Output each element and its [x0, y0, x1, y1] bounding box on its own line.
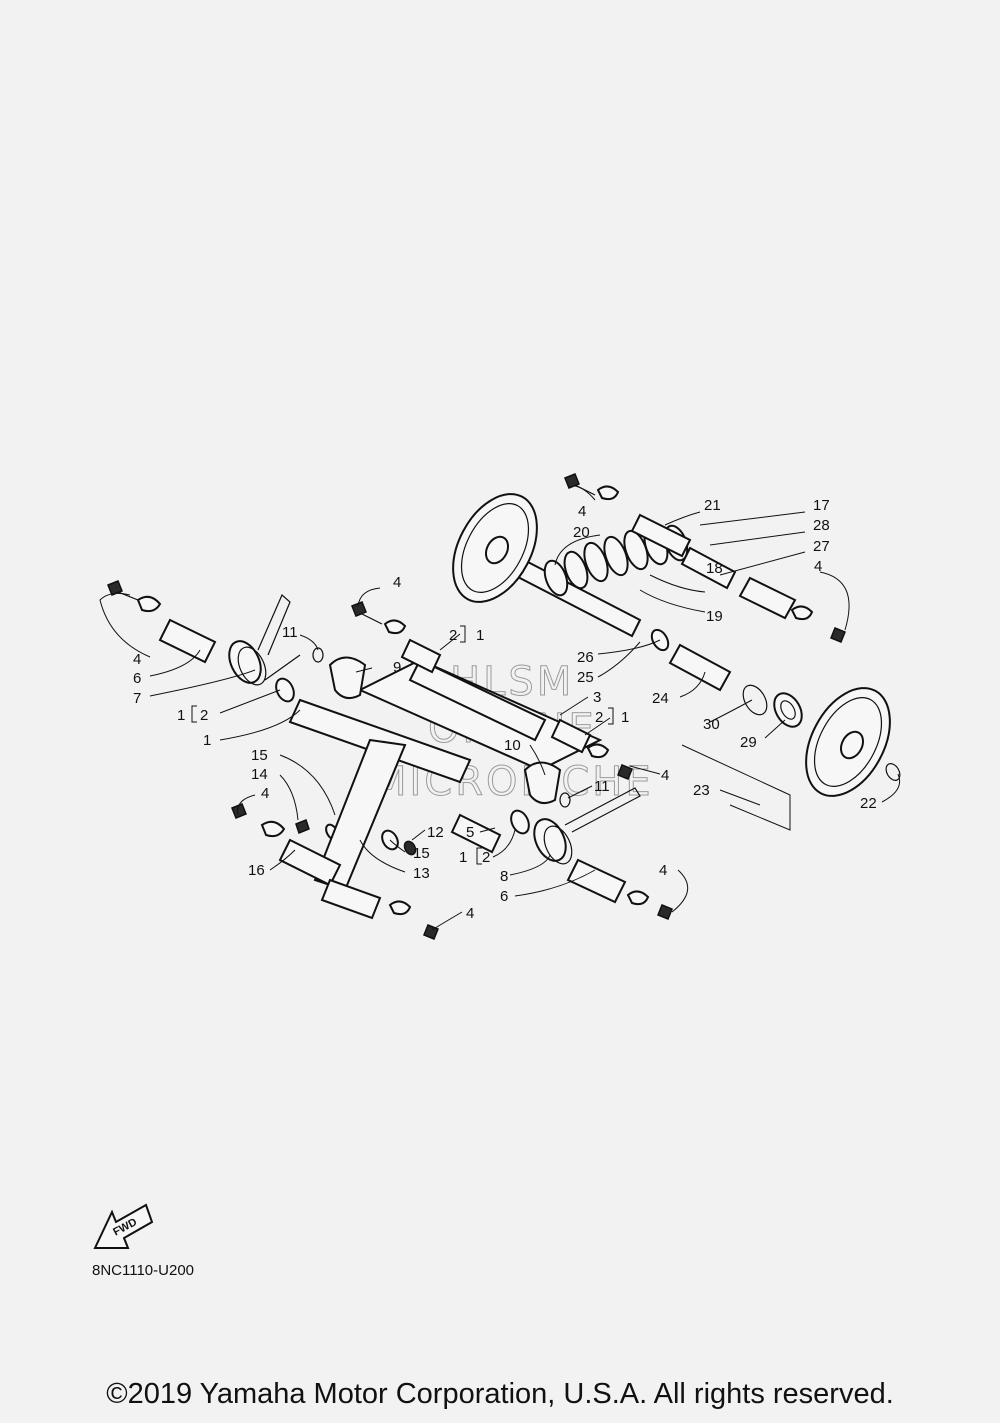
- callout-2: 2: [200, 707, 208, 724]
- bushing-2-left: [275, 677, 295, 703]
- nut-plate-icon: [790, 605, 814, 621]
- spring-8: [533, 818, 567, 862]
- callout-30: 30: [703, 716, 720, 733]
- callout-6: 6: [500, 888, 508, 905]
- callout-6: 6: [133, 670, 141, 687]
- nut-plate-icon: [383, 619, 407, 635]
- callout-1: 1: [177, 707, 185, 724]
- callout-1: 1: [476, 627, 484, 644]
- callout-13: 13: [413, 865, 430, 882]
- spring-7: [228, 640, 262, 684]
- callout-27: 27: [813, 538, 830, 555]
- callout-2: 2: [449, 627, 457, 644]
- callout-15: 15: [413, 845, 430, 862]
- callout-1: 1: [459, 849, 467, 866]
- nut-plate-icon: [596, 485, 620, 501]
- callout-28: 28: [813, 517, 830, 534]
- callout-4: 4: [659, 862, 667, 879]
- bolt-icon: [564, 473, 580, 489]
- callout-4: 4: [261, 785, 269, 802]
- collar-16-lower: [320, 878, 382, 920]
- bolt-icon: [351, 601, 367, 617]
- bushing-2-lower: [510, 809, 530, 835]
- copyright-notice: ©2019 Yamaha Motor Corporation, U.S.A. A…: [106, 1378, 894, 1410]
- fwd-arrow-icon: FWD: [93, 1203, 154, 1249]
- diagram-code: 8NC1110-U200: [92, 1262, 195, 1279]
- shaft-5: [450, 813, 502, 854]
- callout-3: 3: [593, 689, 601, 706]
- callout-1: 1: [203, 732, 211, 749]
- collar-27: [738, 576, 797, 620]
- group-brackets: [191, 625, 614, 865]
- stopper-9: [328, 656, 367, 700]
- callout-15: 15: [251, 747, 268, 764]
- callout-29: 29: [740, 734, 757, 751]
- bolt-icon: [295, 819, 310, 834]
- callout-12: 12: [427, 824, 444, 841]
- callout-4: 4: [661, 767, 669, 784]
- callout-4: 4: [133, 651, 141, 668]
- collar-21: [630, 513, 692, 558]
- callout-4: 4: [466, 905, 474, 922]
- callout-9: 9: [393, 659, 401, 676]
- circlip-11: [559, 792, 571, 808]
- circlip-22: [885, 763, 901, 781]
- upper-tube: [408, 658, 547, 742]
- callout-19: 19: [706, 608, 723, 625]
- bolt-icon: [830, 627, 846, 643]
- upper-axle-assembly: [452, 493, 901, 797]
- arm-frame: [357, 658, 603, 772]
- callout-22: 22: [860, 795, 877, 812]
- callout-24: 24: [652, 690, 669, 707]
- nut-icon: [617, 764, 633, 780]
- callout-4: 4: [814, 558, 822, 575]
- callout-23: 23: [693, 782, 710, 799]
- spring-7-arm: [257, 594, 291, 656]
- stopper-10: [523, 761, 562, 805]
- bolt-icon: [657, 904, 673, 920]
- nut-icon: [403, 840, 417, 856]
- leader-lines: [99, 485, 901, 931]
- nut-plate-icon: [136, 595, 162, 613]
- callout-18: 18: [706, 560, 723, 577]
- callout-16: 16: [248, 862, 265, 879]
- callout-10: 10: [504, 737, 521, 754]
- collar-18: [680, 546, 737, 590]
- bushing-2-upper: [400, 638, 442, 674]
- nut-plate-icon: [260, 820, 286, 838]
- callout-25: 25: [577, 669, 594, 686]
- callout-8: 8: [500, 868, 508, 885]
- collar-6-left: [158, 618, 217, 664]
- callout-4: 4: [393, 574, 401, 591]
- callout-1: 1: [621, 709, 629, 726]
- bushing-2-right: [550, 718, 592, 754]
- nut-plate-icon: [586, 743, 610, 759]
- circlip-11: [312, 647, 324, 663]
- callout-5: 5: [466, 824, 474, 841]
- callout-26: 26: [577, 649, 594, 666]
- callout-2: 2: [482, 849, 490, 866]
- callout-4: 4: [578, 503, 586, 520]
- callout-11: 11: [594, 778, 610, 795]
- collar-24: [668, 643, 732, 692]
- callout-labels: 21 17 4 20 28 27 4 18 19 4 11 2 1 9 26 2…: [133, 497, 877, 922]
- callout-14: 14: [251, 766, 268, 783]
- bolt-icon: [107, 580, 123, 596]
- collar-6-right: [566, 858, 627, 904]
- nut-plate-icon: [626, 890, 650, 906]
- callout-2: 2: [595, 709, 603, 726]
- callout-7: 7: [133, 690, 141, 707]
- callout-20: 20: [573, 524, 590, 541]
- spring-8-arm: [564, 787, 641, 833]
- callout-21: 21: [704, 497, 721, 514]
- callout-11: 11: [282, 624, 298, 641]
- bearing-29: [773, 692, 803, 728]
- front-arm-assembly: [158, 594, 641, 920]
- callout-17: 17: [813, 497, 830, 514]
- circlip-30: [742, 684, 768, 716]
- nut-plate-icon: [388, 900, 412, 916]
